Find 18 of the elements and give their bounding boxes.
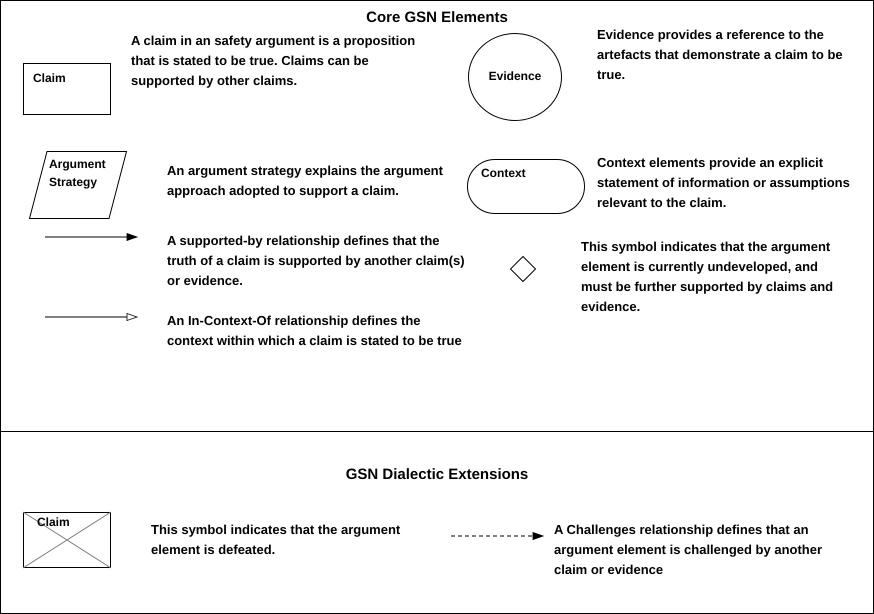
description-text: This symbol indicates that the argument element is currently undeveloped, and must be further supported by claims and evidence. [581, 238, 834, 316]
panel-title: Core GSN Elements [366, 9, 508, 26]
panel [0, 0, 874, 432]
panel [0, 431, 874, 614]
legend-text: An In-Context-Of relationship defines the context within which a claim is stated to be true [167, 312, 463, 350]
description-text: This symbol indicates that the argument element is defeated. [151, 521, 402, 559]
description-text: An argument strategy explains the argument approach adopted to support a claim. [167, 162, 444, 200]
legend-text: A supported-by relationship defines that the truth of a claim is supported by another claim(s) or evidence. [167, 232, 466, 290]
legend-text: A Challenges relationship defines that an argument element is challenged by another claim or evidence [554, 521, 824, 579]
description-text: A claim in an safety argument is a proposition that is stated to be true. Claims can be supported by other claims. [131, 32, 416, 90]
panel-title: GSN Dialectic Extensions [346, 466, 528, 483]
node-label: Argument Strategy [49, 156, 107, 191]
node-label: Context [481, 165, 527, 182]
node-label: Evidence [488, 68, 542, 85]
description-text: Context elements provide an explicit statement of information or assumptions relevant to the claim. [597, 154, 851, 212]
node-label: Claim [37, 514, 71, 531]
node-label: Claim [33, 70, 67, 87]
description-text: Evidence provides a reference to the artefacts that demonstrate a claim to be true. [597, 26, 844, 84]
